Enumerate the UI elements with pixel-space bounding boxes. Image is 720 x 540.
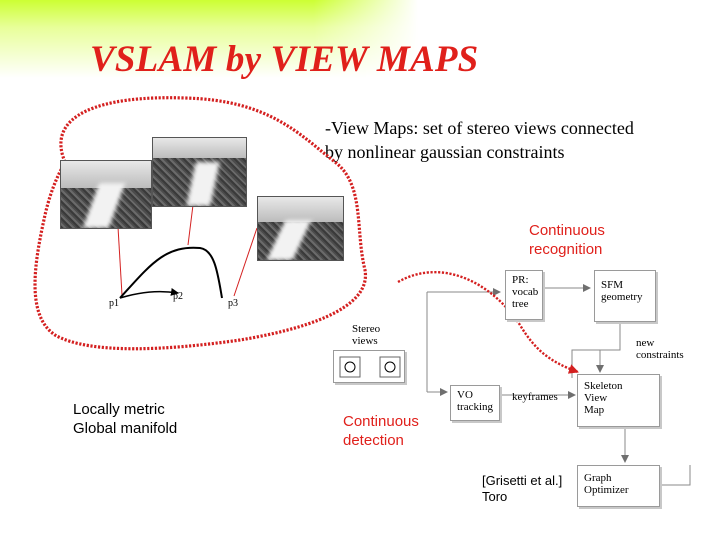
view-map-loop	[33, 96, 367, 351]
pose-arc-p1-p2	[119, 288, 179, 299]
description-line-2: by nonlinear gaussian constraints	[325, 142, 565, 162]
pose-label-p1: p1	[109, 298, 119, 309]
keyframes-label: keyframes	[512, 391, 558, 403]
stereo-photo-1	[60, 160, 152, 229]
description-line-1: -View Maps: set of stereo views connecte…	[325, 118, 634, 138]
view-maps-description: -View Maps: set of stereo views connecte…	[325, 116, 705, 164]
stereo-photo-3	[257, 196, 344, 261]
title-gradient-decoration	[0, 0, 418, 78]
slide-title: VSLAM by VIEW MAPS	[90, 39, 479, 80]
link-line-p3	[233, 227, 258, 297]
pose-label-p3: p3	[228, 298, 238, 309]
reference-label: [Grisetti et al.]Toro	[482, 473, 563, 504]
stereo-photo-2	[152, 137, 247, 207]
pose-arc-p1-p3	[119, 246, 223, 299]
link-line-p1	[117, 226, 123, 296]
stereo-views-box	[333, 350, 405, 383]
recognition-arrow	[397, 271, 579, 374]
pose-label-p2: p2	[173, 291, 183, 302]
